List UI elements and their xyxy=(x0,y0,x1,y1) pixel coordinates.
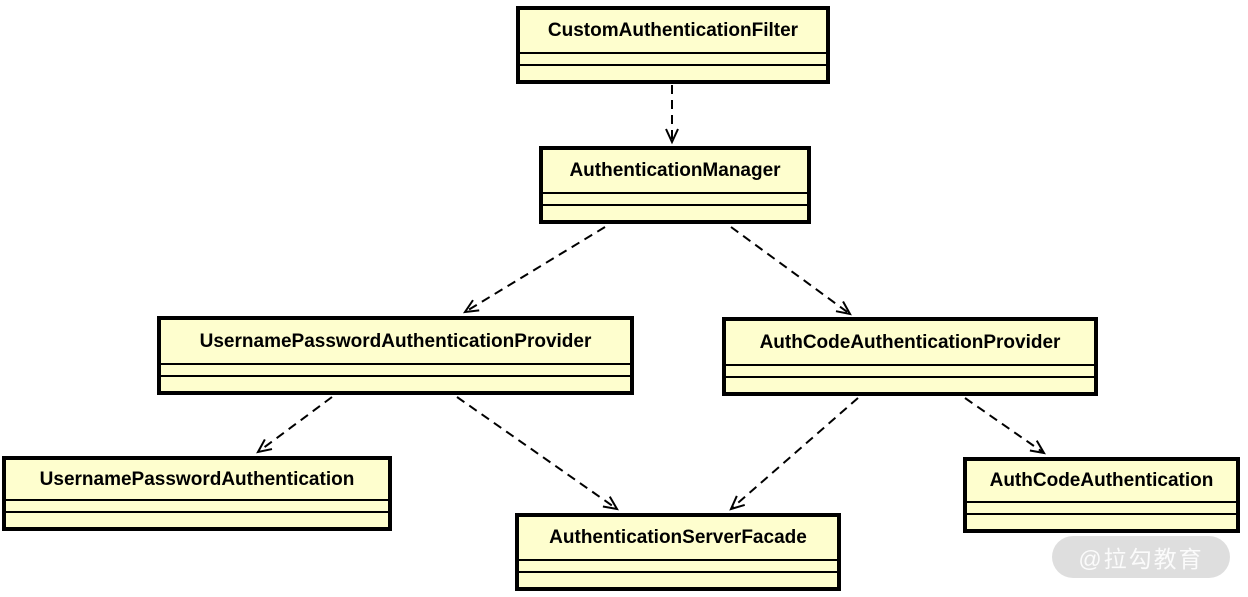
class-auth-code-authentication-provider: AuthCodeAuthenticationProvider xyxy=(722,317,1098,396)
attributes-compartment xyxy=(519,559,837,571)
methods-compartment xyxy=(161,375,630,391)
edge-manager-to-authcodeprovider xyxy=(730,226,852,316)
class-name-label: AuthenticationManager xyxy=(569,160,781,181)
methods-compartment xyxy=(967,513,1236,529)
attributes-compartment xyxy=(726,364,1094,376)
class-name-label: UsernamePasswordAuthenticationProvider xyxy=(199,330,592,352)
attributes-compartment xyxy=(543,192,807,204)
watermark-badge: @拉勾教育 xyxy=(1052,536,1230,578)
edge-usernameprovider-to-facade xyxy=(456,396,619,511)
class-custom-authentication-filter: CustomAuthenticationFilter xyxy=(516,6,830,84)
class-name-label: AuthenticationServerFacade xyxy=(549,527,807,548)
methods-compartment xyxy=(519,571,837,587)
class-name-label: UsernamePasswordAuthentication xyxy=(39,468,355,490)
class-auth-code-authentication: AuthCodeAuthentication xyxy=(963,457,1240,533)
class-authentication-manager: AuthenticationManager xyxy=(539,146,811,224)
watermark-text: @拉勾教育 xyxy=(1078,546,1204,572)
edge-usernameprovider-to-usernameauth xyxy=(256,396,333,454)
attributes-compartment xyxy=(967,501,1236,513)
class-name-label: AuthCodeAuthenticationProvider xyxy=(759,331,1061,353)
class-username-password-authentication-provider: UsernamePasswordAuthenticationProvider xyxy=(157,316,634,395)
methods-compartment xyxy=(726,376,1094,392)
attributes-compartment xyxy=(161,363,630,375)
attributes-compartment xyxy=(520,52,826,64)
edge-manager-to-usernameprovider xyxy=(462,226,606,314)
methods-compartment xyxy=(543,204,807,220)
edge-authcodeprovider-to-authcodeauth xyxy=(964,397,1046,455)
methods-compartment xyxy=(520,64,826,80)
class-name-label: AuthCodeAuthentication xyxy=(989,470,1214,491)
class-name-label: CustomAuthenticationFilter xyxy=(547,20,799,41)
class-username-password-authentication: UsernamePasswordAuthentication xyxy=(2,456,392,531)
methods-compartment xyxy=(6,511,388,527)
class-authentication-server-facade: AuthenticationServerFacade xyxy=(515,513,841,591)
attributes-compartment xyxy=(6,499,388,511)
edge-authcodeprovider-to-facade xyxy=(729,397,859,511)
